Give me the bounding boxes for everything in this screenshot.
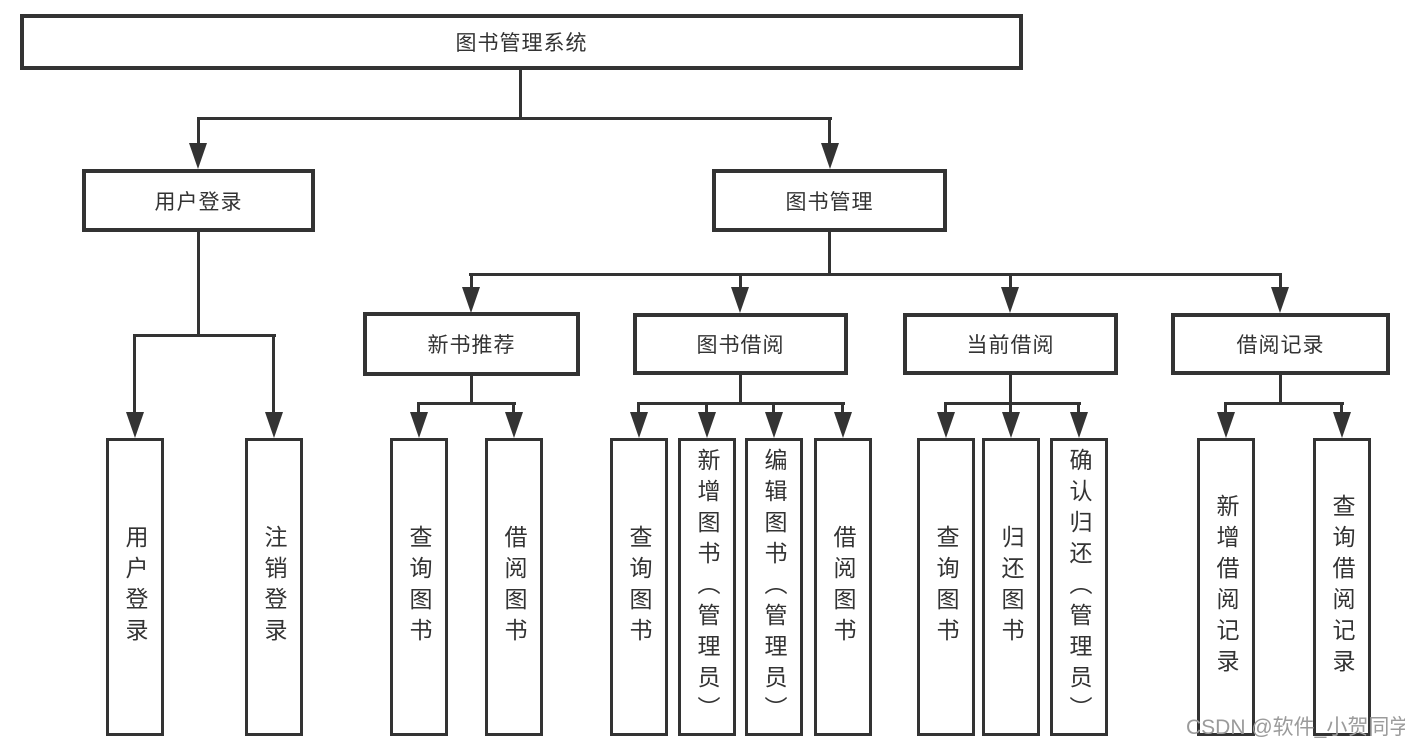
connector-arrow-stem: [272, 334, 275, 418]
leaf-label: 借阅图书: [830, 525, 856, 649]
arrowhead-to-leaf-logout: [265, 412, 283, 438]
leaf-label: 查询借阅记录: [1329, 494, 1355, 680]
leaf-query-books-recommend: 查询图书: [390, 438, 448, 736]
connector-user-login-stem: [197, 232, 200, 337]
leaf-label: 确认归还（管理员）: [1066, 447, 1092, 727]
connector-group-stem: [1009, 375, 1012, 405]
leaf-borrow-books-recommend: 借阅图书: [485, 438, 543, 736]
connector-group-stem: [470, 376, 473, 405]
node-label: 图书管理: [785, 190, 874, 214]
leaf-label: 用户登录: [122, 525, 148, 649]
node-user-login: 用户登录: [82, 169, 315, 232]
leaf-label: 编辑图书（管理员）: [761, 447, 787, 727]
leaf-borrow-books: 借阅图书: [814, 438, 872, 736]
arrowhead-to-leaf: [1217, 412, 1235, 438]
arrowhead-to-leaf: [505, 412, 523, 438]
node-book-borrow: 图书借阅: [633, 313, 848, 375]
arrowhead-to-leaf: [410, 412, 428, 438]
arrowhead-to-leaf: [698, 412, 716, 438]
node-label: 当前借阅: [966, 334, 1055, 357]
csdn-watermark: CSDN @软件_小贺同学: [1186, 716, 1405, 739]
arrowhead-to-book-borrow: [731, 287, 749, 313]
arrowhead-to-leaf: [1002, 412, 1020, 438]
leaf-query-books-current: 查询图书: [917, 438, 975, 736]
arrowhead-to-user-login: [189, 143, 207, 169]
node-label: 图书管理系统: [455, 32, 588, 55]
connector-arrow-stem: [739, 273, 742, 293]
connector-arrow-stem: [637, 402, 640, 418]
leaf-label: 新增图书（管理员）: [694, 447, 720, 727]
arrowhead-to-leaf: [834, 412, 852, 438]
connector-arrow-stem: [133, 334, 136, 418]
connector-arrow-stem: [1340, 402, 1343, 418]
connector-arrow-stem: [705, 402, 708, 418]
node-new-book-recommend: 新书推荐: [363, 312, 580, 376]
arrowhead-to-borrow-records: [1271, 287, 1289, 313]
arrowhead-to-book-management: [821, 143, 839, 169]
connector-arrow-stem: [470, 273, 473, 293]
node-book-management: 图书管理: [712, 169, 947, 232]
leaf-label: 新增借阅记录: [1213, 494, 1239, 680]
leaf-add-books-admin: 新增图书（管理员）: [678, 438, 736, 736]
leaf-confirm-return-admin: 确认归还（管理员）: [1050, 438, 1108, 736]
connector-book-mgmt-stem: [828, 232, 831, 276]
node-library-management-system: 图书管理系统: [20, 14, 1023, 70]
connector-group-stem: [1279, 375, 1282, 405]
leaf-return-books: 归还图书: [982, 438, 1040, 736]
arrowhead-to-leaf: [1070, 412, 1088, 438]
leaf-label: 归还图书: [998, 525, 1024, 649]
connector-level3-bar: [469, 273, 1282, 276]
leaf-label: 查询图书: [406, 525, 432, 649]
connector-arrow-stem: [417, 402, 420, 418]
connector-group-bar: [944, 402, 1081, 405]
node-label: 新书推荐: [427, 334, 516, 357]
leaf-add-borrow-record: 新增借阅记录: [1197, 438, 1255, 736]
arrowhead-to-leaf: [765, 412, 783, 438]
connector-arrow-stem: [1009, 402, 1012, 418]
connector-group-stem: [739, 375, 742, 405]
connector-group-bar: [1224, 402, 1344, 405]
arrowhead-to-leaf: [1333, 412, 1351, 438]
node-borrow-records: 借阅记录: [1171, 313, 1390, 375]
leaf-label: 注销登录: [261, 525, 287, 649]
connector-arrow-stem: [944, 402, 947, 418]
node-label: 用户登录: [154, 190, 243, 214]
connector-arrow-stem: [197, 117, 200, 149]
connector-level2-bar: [197, 117, 832, 120]
leaf-query-borrow-record: 查询借阅记录: [1313, 438, 1371, 736]
leaf-edit-books-admin: 编辑图书（管理员）: [745, 438, 803, 736]
leaf-user-login: 用户登录: [106, 438, 164, 736]
connector-group-bar: [417, 402, 516, 405]
arrowhead-to-new-book-recommend: [462, 287, 480, 313]
connector-arrow-stem: [1224, 402, 1227, 418]
connector-arrow-stem: [1279, 273, 1282, 293]
arrowhead-to-leaf-user-login: [126, 412, 144, 438]
leaf-label: 借阅图书: [501, 525, 527, 649]
leaf-label: 查询图书: [933, 525, 959, 649]
node-label: 借阅记录: [1236, 334, 1325, 357]
node-current-borrow: 当前借阅: [903, 313, 1118, 375]
connector-arrow-stem: [841, 402, 844, 418]
connector-group-bar: [637, 402, 845, 405]
arrowhead-to-leaf: [630, 412, 648, 438]
leaf-logout: 注销登录: [245, 438, 303, 736]
connector-arrow-stem: [828, 117, 831, 149]
connector-root-stem: [519, 70, 522, 120]
connector-arrow-stem: [772, 402, 775, 418]
leaf-query-books-borrow: 查询图书: [610, 438, 668, 736]
connector-arrow-stem: [1009, 273, 1012, 293]
connector-arrow-stem: [512, 402, 515, 418]
connector-arrow-stem: [1077, 402, 1080, 418]
arrowhead-to-current-borrow: [1001, 287, 1019, 313]
leaf-label: 查询图书: [626, 525, 652, 649]
arrowhead-to-leaf: [937, 412, 955, 438]
connector-user-login-bar: [133, 334, 276, 337]
node-label: 图书借阅: [696, 334, 785, 357]
